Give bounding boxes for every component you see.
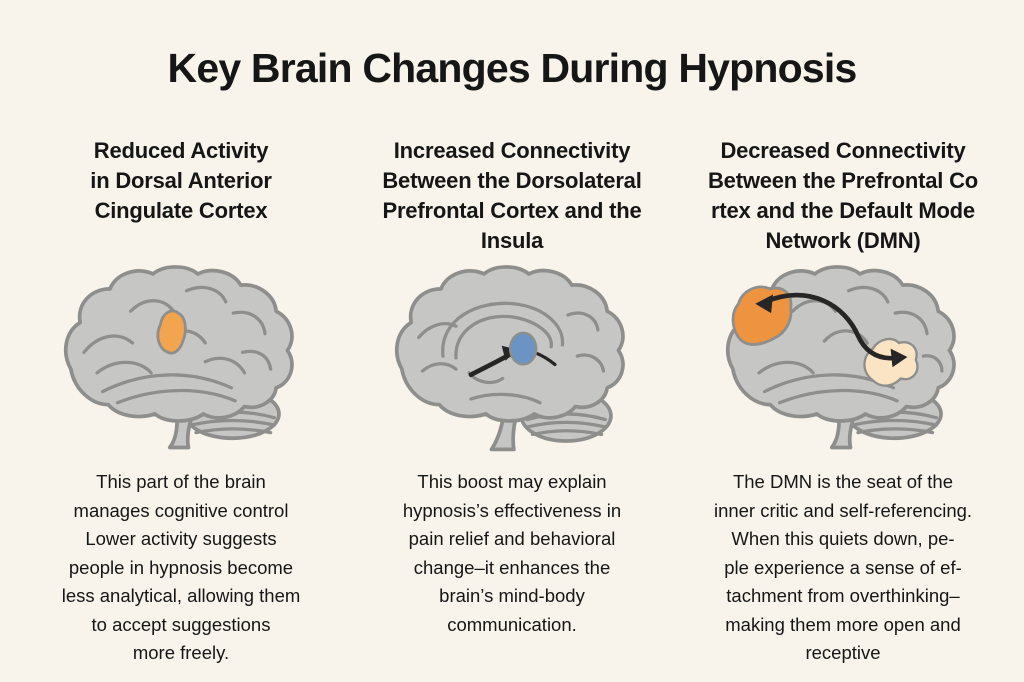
column-dacc-description: This part of the brain manages cognitive…: [61, 471, 301, 663]
brain-insula-icon: [394, 265, 625, 452]
column-dmn-description: The DMN is the seat of the inner critic …: [713, 471, 973, 663]
brain-dacc-icon: [63, 265, 294, 450]
dacc-highlight-region: [156, 309, 187, 355]
column-dmn-heading: Decreased Connectivity Between the Prefr…: [707, 138, 979, 253]
page-title: Key Brain Changes During Hypnosis: [167, 45, 858, 91]
prefrontal-highlight-region: [731, 285, 793, 346]
pfc-dmn-arrow: [762, 292, 900, 361]
brain-lateral-dacc-illustration: [50, 258, 312, 456]
brain-lateral-pfc-dmn-illustration: [712, 258, 974, 456]
column-insula: Increased Connectivity Between the Dorso…: [347, 136, 677, 668]
insula-highlight-region: [508, 331, 538, 366]
brain-medial-insula-illustration: [381, 258, 643, 456]
columns-row: Reduced Activity in Dorsal Anterior Cing…: [0, 136, 1024, 668]
column-insula-description: This boost may explain hypnosis’s effect…: [402, 471, 622, 635]
column-dacc: Reduced Activity in Dorsal Anterior Cing…: [16, 136, 346, 668]
pfc-arrowhead: [755, 294, 773, 314]
column-dacc-heading: Reduced Activity in Dorsal Anterior Cing…: [90, 138, 272, 223]
column-insula-heading: Increased Connectivity Between the Dorso…: [382, 138, 642, 253]
brain-dmn-icon: [725, 265, 956, 450]
dmn-arrowhead: [890, 348, 908, 368]
column-dmn: Decreased Connectivity Between the Prefr…: [678, 136, 1008, 668]
